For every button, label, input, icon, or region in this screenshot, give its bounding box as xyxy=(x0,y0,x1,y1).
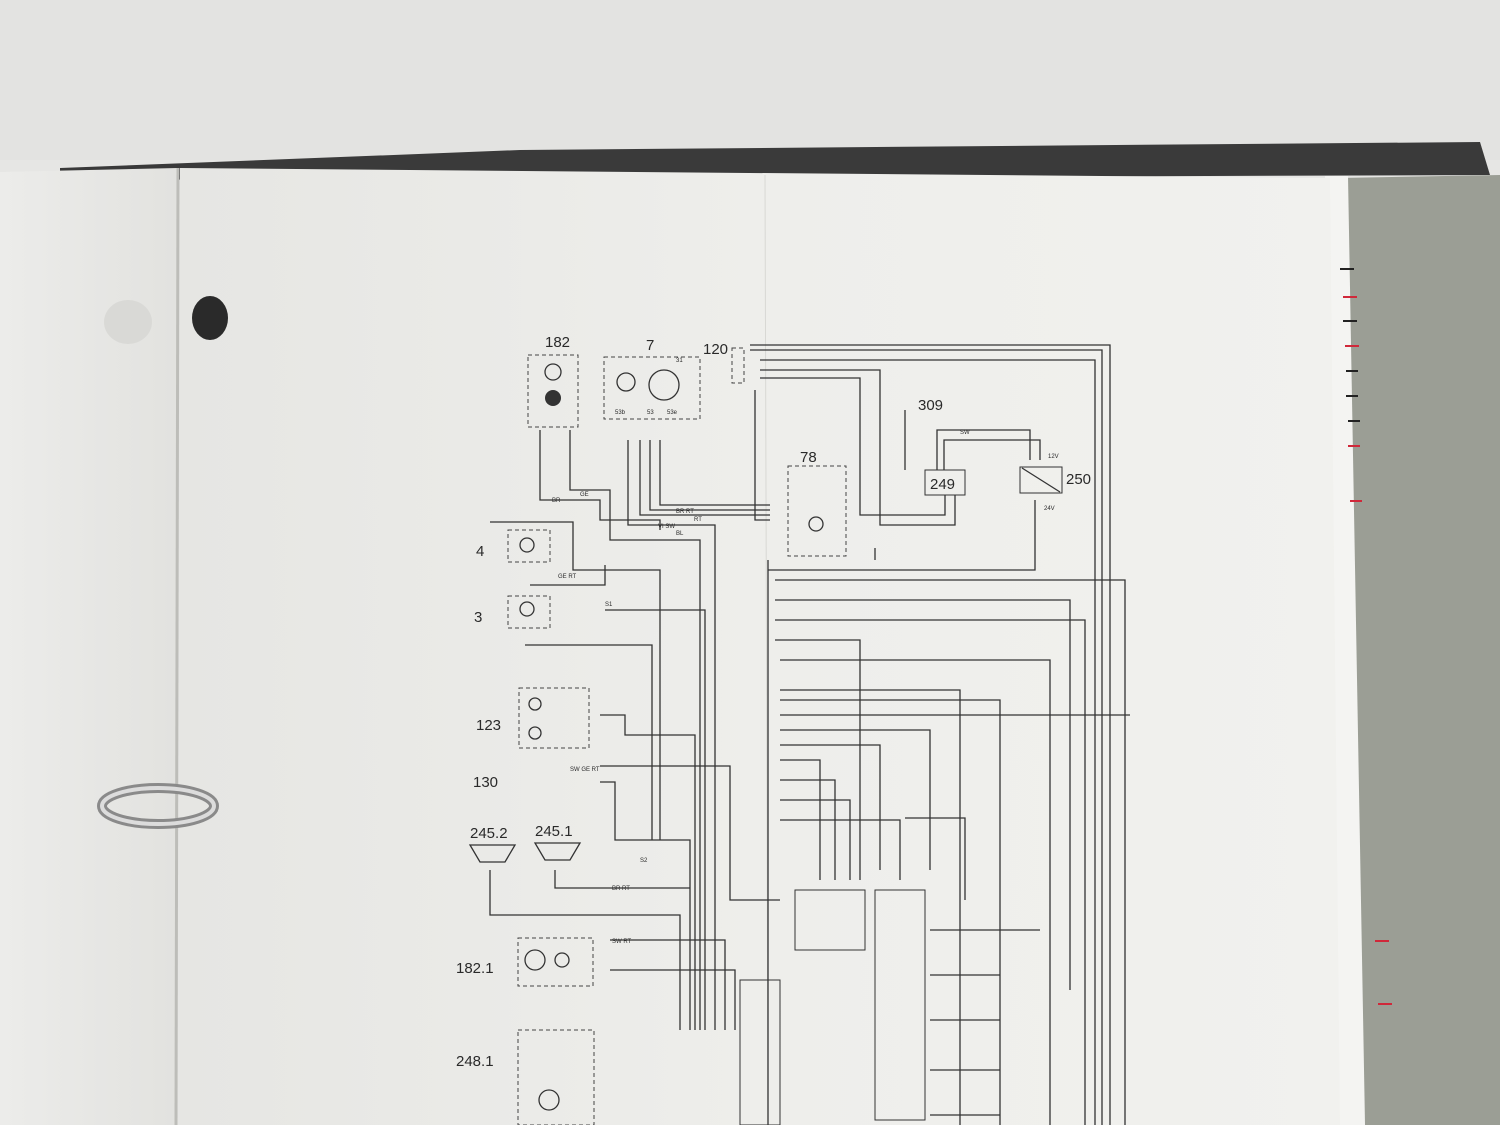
svg-text:12V: 12V xyxy=(1048,454,1059,460)
label-249: 249 xyxy=(930,476,955,493)
gutter xyxy=(174,167,180,1125)
svg-text:SW: SW xyxy=(960,430,970,436)
label-3: 3 xyxy=(474,609,482,626)
punch-hole xyxy=(192,296,228,340)
label-120: 120 xyxy=(703,341,728,358)
svg-text:SW GE RT: SW GE RT xyxy=(570,767,600,773)
label-130: 130 xyxy=(473,774,498,791)
label-78: 78 xyxy=(800,449,817,466)
svg-text:BR: BR xyxy=(552,498,561,504)
svg-text:S1: S1 xyxy=(605,602,613,608)
svg-text:S2: S2 xyxy=(640,858,648,864)
svg-text:53b: 53b xyxy=(615,410,626,416)
label-182-1: 182.1 xyxy=(456,960,494,977)
diagram-symbols xyxy=(468,347,1063,1125)
label-7: 7 xyxy=(646,337,654,354)
binder-cover xyxy=(1340,175,1500,1125)
svg-text:53e: 53e xyxy=(667,410,678,416)
svg-text:31: 31 xyxy=(676,358,683,364)
label-250: 250 xyxy=(1066,471,1091,488)
right-page xyxy=(180,168,1340,1125)
svg-text:GE: GE xyxy=(580,492,589,498)
punch-hole xyxy=(104,300,152,344)
svg-text:BR RT: BR RT xyxy=(676,509,694,515)
svg-text:BR RT: BR RT xyxy=(612,886,630,892)
svg-text:SW RT: SW RT xyxy=(612,939,632,945)
label-182: 182 xyxy=(545,334,570,351)
label-248-1: 248.1 xyxy=(456,1053,494,1070)
component-labels: 182 7 120 309 78 249 250 4 3 123 130 245… xyxy=(456,334,1091,1070)
label-245-1: 245.1 xyxy=(535,823,573,840)
svg-text:24V: 24V xyxy=(1044,506,1055,512)
label-309: 309 xyxy=(918,397,943,414)
wire-labels: BR GE BR RT RT VI SW BL GE RT S1 S2 SW G… xyxy=(552,358,1059,945)
label-123: 123 xyxy=(476,717,501,734)
svg-text:BL: BL xyxy=(676,531,684,537)
svg-text:VI SW: VI SW xyxy=(658,524,675,530)
left-page xyxy=(0,168,178,1125)
binder-ring-highlight xyxy=(100,786,216,826)
svg-text:GE RT: GE RT xyxy=(558,574,577,580)
background xyxy=(0,0,1500,160)
label-245-2: 245.2 xyxy=(470,825,508,842)
svg-text:RT: RT xyxy=(694,517,702,523)
page-tabs xyxy=(1340,268,1392,1005)
wires xyxy=(489,344,1130,1125)
label-4: 4 xyxy=(476,543,484,560)
svg-text:53: 53 xyxy=(647,410,654,416)
